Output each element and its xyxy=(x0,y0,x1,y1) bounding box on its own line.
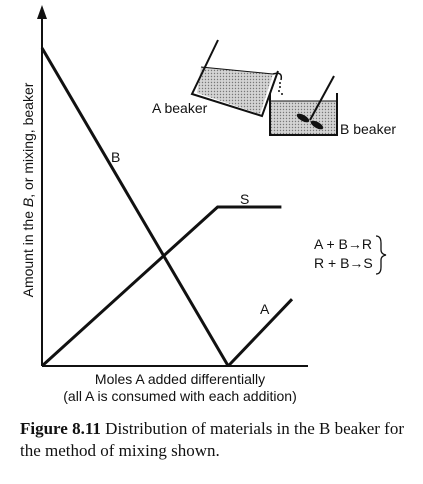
y-axis-label: Amount in the B, or mixing, beaker xyxy=(20,82,36,297)
figure-caption: Figure 8.11 Distribution of materials in… xyxy=(20,418,415,462)
stirrer-blade-2 xyxy=(310,120,324,130)
reaction-2: R + B→S xyxy=(314,255,373,271)
y-axis-arrow xyxy=(37,5,47,19)
y-axis-label-italic: B xyxy=(20,198,36,207)
stirrer-shaft xyxy=(309,75,335,121)
y-axis-label-part2: , or mixing, beaker xyxy=(20,82,36,197)
chart: B S A Amount in the B, or mixing, beaker… xyxy=(20,5,396,404)
a-beaker-liquid-surface xyxy=(200,66,274,75)
series-layer xyxy=(40,47,294,368)
a-beaker-label: A beaker xyxy=(152,100,208,116)
series-label-a: A xyxy=(260,301,270,317)
reaction-1: A + B→R xyxy=(314,236,372,252)
x-axis-label-line2: (all A is consumed with each addition) xyxy=(63,388,296,404)
stirrer-blade-1 xyxy=(296,113,310,123)
series-line-s xyxy=(40,205,282,368)
pour-drop-1 xyxy=(278,90,280,92)
y-axis-label-part1: Amount in the xyxy=(20,207,36,297)
b-beaker-label: B beaker xyxy=(340,121,396,137)
series-label-s: S xyxy=(240,191,249,207)
reaction-brace xyxy=(375,235,387,275)
x-axis-label-line1: Moles A added differentially xyxy=(95,371,265,387)
series-label-b: B xyxy=(111,149,120,165)
a-beaker-liquid xyxy=(197,67,273,114)
pour-drop-2 xyxy=(281,93,283,95)
caption-text: Distribution of materials in the B beake… xyxy=(20,419,405,460)
series-line-b xyxy=(40,47,230,367)
b-beaker-illustration xyxy=(269,75,338,136)
series-line-a xyxy=(227,298,294,368)
b-beaker-outline xyxy=(269,93,338,136)
a-beaker-spout xyxy=(272,72,283,81)
figure-label: Figure 8.11 xyxy=(20,419,101,438)
